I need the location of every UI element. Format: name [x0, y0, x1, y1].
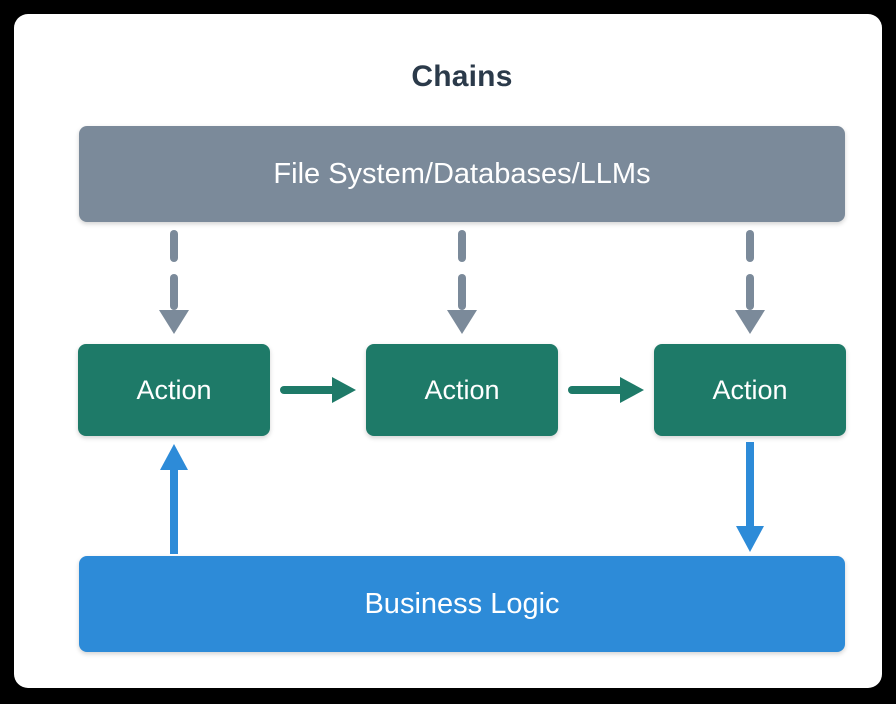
edge-resources-to-action-1-icon — [159, 230, 189, 334]
node-action-3-label: Action — [712, 374, 788, 405]
node-action-2-label: Action — [424, 374, 500, 405]
edge-resources-to-action-3-icon — [735, 230, 765, 334]
edge-action-2-to-action-3-icon — [568, 377, 644, 403]
node-resources: File System/Databases/LLMs — [79, 126, 845, 222]
node-action-1: Action — [78, 344, 270, 436]
edge-action-1-to-action-2-icon — [280, 377, 356, 403]
diagram-panel: Chains File System/Databases/LLMs Action… — [14, 14, 882, 688]
edge-business-logic-to-action-1-icon — [160, 444, 188, 554]
node-action-1-label: Action — [136, 374, 212, 405]
diagram-title: Chains — [411, 60, 513, 93]
edge-resources-to-action-2-icon — [447, 230, 477, 334]
node-resources-label: File System/Databases/LLMs — [273, 157, 651, 190]
node-action-2: Action — [366, 344, 558, 436]
node-business-logic-label: Business Logic — [364, 587, 560, 620]
node-action-3: Action — [654, 344, 846, 436]
node-business-logic: Business Logic — [79, 556, 845, 652]
edge-action-3-to-business-logic-icon — [736, 442, 764, 552]
